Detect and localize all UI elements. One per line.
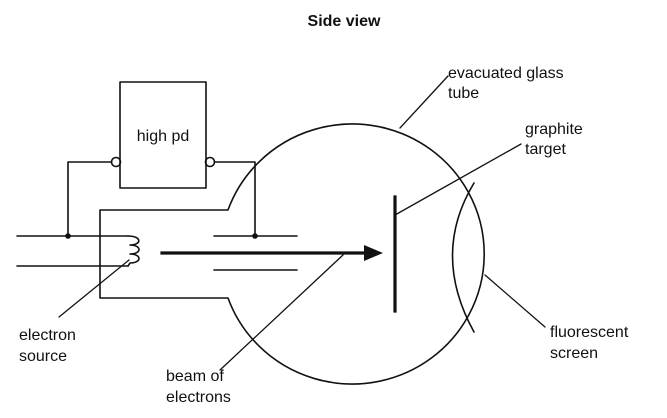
label-evacuated-glass-tube: evacuated glass tube bbox=[448, 65, 568, 102]
high-pd-supply-box bbox=[119, 81, 207, 189]
wire-right bbox=[213, 161, 256, 237]
leader-graphite-target bbox=[394, 143, 522, 216]
label-beam-of-electrons: beam of electrons bbox=[166, 368, 231, 406]
label-electron-source: electron source bbox=[19, 327, 80, 365]
fluorescent-screen bbox=[451, 182, 475, 333]
wire-left bbox=[67, 161, 113, 237]
diagram-title: Side view bbox=[308, 13, 381, 30]
label-fluorescent-screen: fluorescent screen bbox=[550, 324, 633, 362]
leader-fluorescent-screen bbox=[484, 274, 546, 328]
evacuated-glass-tube bbox=[99, 123, 486, 385]
label-graphite-target: graphite target bbox=[525, 121, 587, 158]
high-pd-label: high pd bbox=[137, 128, 190, 145]
electron-source-coil bbox=[127, 235, 140, 267]
leader-electron-source bbox=[58, 259, 130, 318]
leader-beam-of-electrons bbox=[219, 254, 344, 371]
leader-evacuated-glass-tube bbox=[399, 75, 449, 129]
supply-terminal-left bbox=[110, 156, 122, 168]
supply-terminal-right bbox=[204, 156, 216, 168]
electron-beam-arrowhead bbox=[364, 245, 383, 261]
